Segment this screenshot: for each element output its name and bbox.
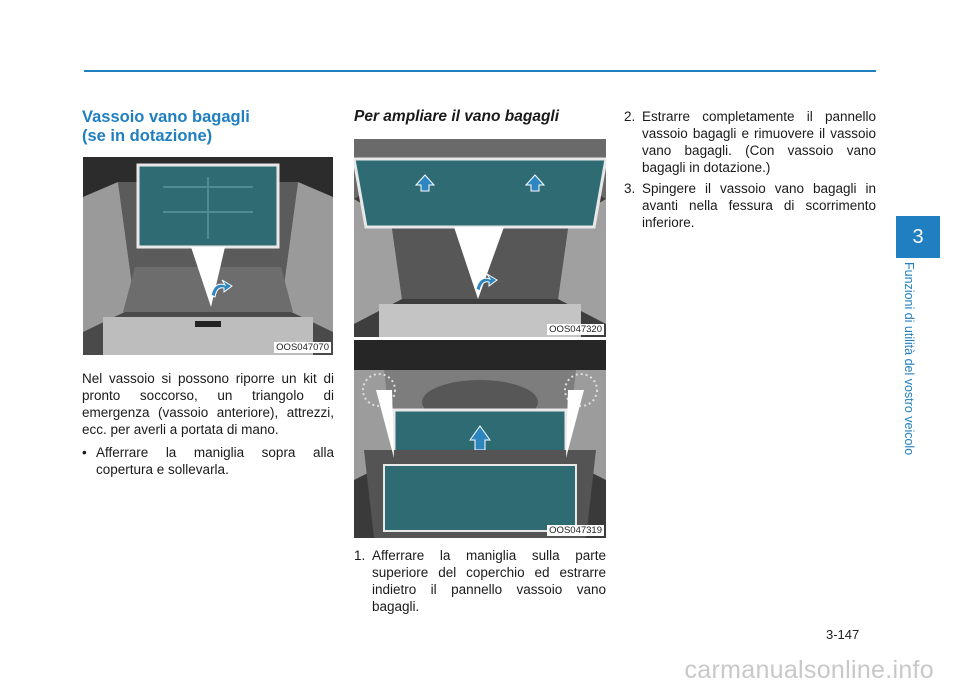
bullet-item: • Afferrare la maniglia sopra alla coper… [82, 444, 334, 478]
figure-cover-remove: OOS047319 [354, 340, 606, 538]
step-1: 1. Afferrare la maniglia sulla parte sup… [354, 547, 606, 615]
column-middle-steps: 1. Afferrare la maniglia sulla parte sup… [354, 547, 606, 615]
heading-line-1: Vassoio vano bagagli [82, 108, 250, 126]
step-text: Afferrare la maniglia sulla parte superi… [372, 548, 606, 614]
figure-cover-pull: OOS047320 [354, 139, 606, 337]
heading-line-2: (se in dotazione) [82, 127, 213, 145]
bullet-mark: • [82, 445, 87, 460]
trunk-tray-illustration [83, 157, 333, 355]
step-number: 3. [624, 181, 636, 196]
figure-code: OOS047070 [274, 342, 331, 353]
step-3: 3. Spingere il vassoio vano bagagli in a… [624, 180, 876, 231]
cover-pull-illustration [354, 139, 606, 337]
cover-remove-illustration [354, 340, 606, 538]
figure-code: OOS047319 [547, 525, 604, 536]
top-rule [84, 70, 876, 72]
section-heading: Vassoio vano bagagli (se in dotazione) [82, 108, 334, 146]
column-right: 2. Estrarre completamente il pannello va… [624, 108, 876, 231]
step-text: Estrarre completamente il pannello vasso… [642, 109, 876, 175]
figure-code: OOS047320 [547, 324, 604, 335]
subheading: Per ampliare il vano bagagli [354, 108, 560, 125]
step-number: 1. [354, 548, 366, 563]
chapter-tab[interactable]: 3 [896, 216, 940, 258]
chapter-title: Funzioni di utilità del vostro veicolo [902, 262, 916, 456]
step-text: Spingere il vassoio vano bagagli in avan… [642, 181, 876, 230]
page-number: 3-147 [826, 627, 860, 642]
column-middle: Per ampliare il vano bagagli [354, 108, 606, 126]
step-2: 2. Estrarre completamente il pannello va… [624, 108, 876, 176]
intro-paragraph: Nel vassoio si possono riporre un kit di… [82, 371, 334, 437]
column-left: Vassoio vano bagagli (se in dotazione) [82, 108, 334, 146]
watermark: carmanualsonline.info [684, 656, 934, 684]
figure-trunk-tray: OOS047070 [83, 157, 333, 355]
column-left-text: Nel vassoio si possono riporre un kit di… [82, 370, 334, 478]
bullet-text: Afferrare la maniglia sopra alla copertu… [96, 445, 334, 477]
step-number: 2. [624, 109, 636, 124]
